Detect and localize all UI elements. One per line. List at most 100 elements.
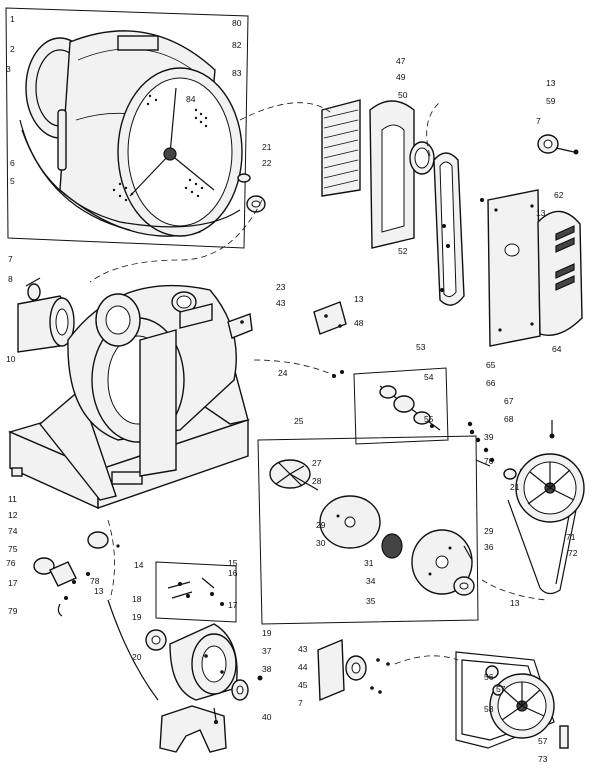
- part-label: 29: [316, 520, 326, 530]
- part-label: 2: [10, 44, 15, 54]
- part-number-labels: 1238082838465212278474950521359762136410…: [6, 14, 578, 764]
- small-parts-left: [11, 467, 120, 617]
- part-label: 71: [566, 532, 576, 542]
- part-label: 13: [354, 294, 364, 304]
- part-label: 11: [8, 494, 17, 504]
- part-label: 13: [510, 598, 520, 608]
- part-label: 55: [424, 414, 434, 424]
- part-label: 80: [232, 18, 242, 28]
- connector-lines: [89, 101, 547, 665]
- part-label: 57: [496, 684, 506, 694]
- part-label: 28: [312, 476, 322, 486]
- part-label: 73: [538, 754, 548, 764]
- part-label: 10: [6, 354, 16, 364]
- part-label: 84: [186, 94, 196, 104]
- part-label: 47: [396, 56, 406, 66]
- part-label: 48: [354, 318, 364, 328]
- part-label: 13: [546, 78, 556, 88]
- part-label: 79: [8, 606, 18, 616]
- bottom-idler: [317, 638, 390, 702]
- part-label: 13: [536, 208, 546, 218]
- part-label: 15: [228, 558, 238, 568]
- part-label: 8: [8, 274, 13, 284]
- part-label: 13: [94, 586, 104, 596]
- part-label: 40: [262, 712, 272, 722]
- mounting-brackets: [227, 301, 347, 339]
- part-label: 20: [132, 652, 142, 662]
- idler-bracket: [480, 134, 579, 202]
- part-label: 75: [8, 544, 18, 554]
- part-label: 70: [484, 456, 494, 466]
- part-label: 35: [366, 596, 376, 606]
- part-label: 36: [484, 542, 494, 552]
- part-label: 17: [228, 600, 238, 610]
- part-label: 18: [132, 594, 142, 604]
- part-label: 64: [552, 344, 562, 354]
- part-label: 21: [262, 142, 272, 152]
- drum-pulley: [507, 420, 585, 595]
- drum-assembly: [5, 7, 249, 249]
- part-label: 45: [298, 680, 308, 690]
- part-label: 29: [484, 526, 494, 536]
- part-label: 83: [232, 68, 242, 78]
- part-label: 54: [424, 372, 434, 382]
- part-label: 82: [232, 40, 242, 50]
- rear-cover: [537, 210, 583, 336]
- part-label: 6: [10, 158, 15, 168]
- fastener-column: [467, 421, 517, 480]
- part-label: 1: [10, 14, 15, 24]
- part-label: 72: [568, 548, 578, 558]
- part-label: 25: [294, 416, 304, 426]
- part-label: 76: [6, 558, 16, 568]
- part-label: 17: [8, 578, 18, 588]
- part-label: 24: [278, 368, 288, 378]
- idler-shaft-assembly: [332, 367, 449, 445]
- part-label: 12: [8, 510, 18, 520]
- part-label: 67: [504, 396, 514, 406]
- bottom-pulley-belt: [455, 651, 569, 749]
- part-label: 66: [486, 378, 496, 388]
- part-label: 14: [134, 560, 144, 570]
- part-label: 19: [132, 612, 142, 622]
- motor-small: [17, 277, 75, 353]
- part-label: 78: [90, 576, 100, 586]
- part-label: 59: [546, 96, 556, 106]
- part-label: 43: [298, 644, 308, 654]
- rear-panel: [487, 189, 541, 347]
- part-label: 57: [538, 736, 548, 746]
- part-label: 31: [364, 558, 374, 568]
- part-label: 39: [484, 432, 494, 442]
- part-label: 44: [298, 662, 308, 672]
- part-label: 3: [6, 64, 11, 74]
- part-label: 34: [366, 576, 376, 586]
- part-label: 50: [398, 90, 408, 100]
- part-label: 7: [298, 698, 303, 708]
- part-label: 68: [504, 414, 514, 424]
- part-label: 56: [484, 672, 494, 682]
- part-label: 52: [398, 246, 408, 256]
- part-label: 65: [486, 360, 496, 370]
- part-label: 43: [276, 298, 286, 308]
- part-label: 30: [316, 538, 326, 548]
- drum-washers: [237, 173, 266, 213]
- part-label: 49: [396, 72, 406, 82]
- cabinet-base: [7, 284, 251, 510]
- part-label: 58: [484, 704, 494, 714]
- part-label: 37: [262, 646, 272, 656]
- lint-screen: [321, 99, 361, 197]
- part-label: 21: [510, 482, 520, 492]
- part-label: 22: [262, 158, 272, 168]
- part-label: 38: [262, 664, 272, 674]
- blower-duct: [369, 100, 435, 249]
- part-label: 19: [262, 628, 272, 638]
- drive-belt: [433, 152, 465, 306]
- switch-assembly: [155, 561, 237, 623]
- part-label: 53: [416, 342, 426, 352]
- part-label: 23: [276, 282, 286, 292]
- part-label: 74: [8, 526, 18, 536]
- part-label: 7: [8, 254, 13, 264]
- part-label: 27: [312, 458, 322, 468]
- part-label: 7: [536, 116, 541, 126]
